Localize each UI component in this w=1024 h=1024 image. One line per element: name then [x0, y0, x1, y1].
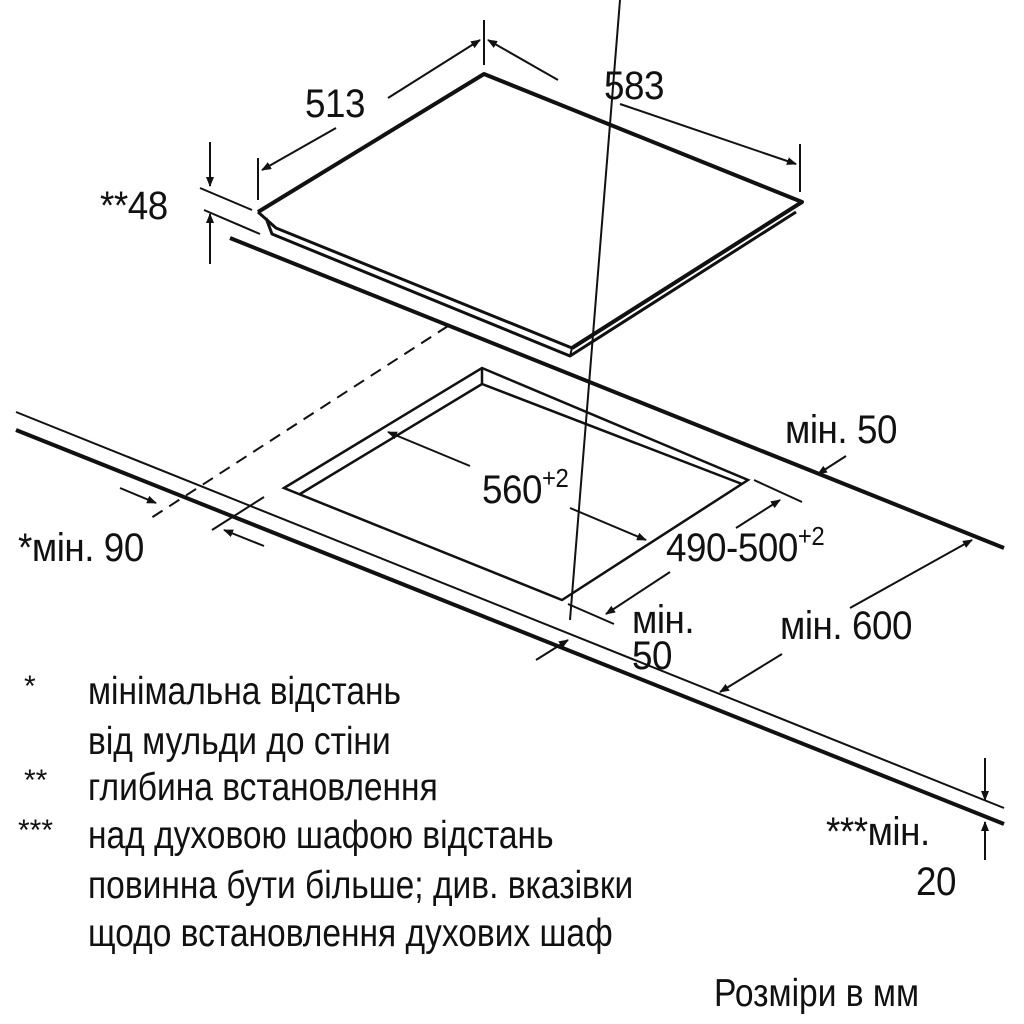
wall-dashed-line [147, 325, 449, 521]
units-note: Розміри в мм [714, 972, 920, 1015]
footnote-marker-3: *** [18, 814, 54, 847]
cutout-width-label: 560+2 [482, 465, 569, 512]
dim-hob-depth [257, 20, 485, 200]
dim-right-min-arrow [817, 455, 847, 475]
oven-gap-label-1: ***мін. [826, 810, 930, 854]
installation-depth-label: **48 [100, 184, 168, 228]
oven-gap-label-2: 20 [916, 860, 957, 904]
hob-width-label: 583 [604, 64, 665, 108]
dim-installation-depth [199, 142, 261, 264]
cutout-outline [281, 366, 751, 602]
counter-depth-label: мін. 600 [780, 604, 912, 648]
right-clearance-label: мін. 50 [785, 408, 897, 452]
dim-cutout-width [387, 431, 647, 541]
dim-front-min [535, 0, 621, 661]
front-clearance-label-1: мін. [632, 598, 695, 642]
footnote-marker-2: ** [24, 764, 48, 797]
dim-counter-depth [719, 539, 973, 693]
cutout-depth-label: 490-500+2 [666, 523, 825, 570]
dim-back-min [119, 487, 265, 547]
footnote-marker-1: * [24, 670, 36, 703]
footnote-3-line-1: над духовою шафою відстань [88, 814, 554, 857]
dim-hob-width [487, 39, 801, 192]
cutout-depth-value: 490-500 [666, 526, 798, 570]
footnote-1-line-1: мінімальна відстань [88, 670, 401, 713]
hob-outline [256, 72, 804, 358]
countertop-outline [15, 236, 1005, 826]
footnote-2-line-1: глибина встановлення [88, 766, 438, 809]
cutout-depth-tolerance: +2 [797, 521, 825, 551]
hob-depth-label: 513 [305, 82, 366, 126]
dim-cutout-depth [567, 479, 803, 625]
cutout-width-value: 560 [482, 468, 543, 512]
footnote-3-line-3: щодо встановлення духових шаф [88, 912, 613, 955]
cutout-width-tolerance: +2 [542, 463, 569, 493]
footnote-3-line-2: повинна бути більше; див. вказівки [88, 864, 634, 907]
footnote-1-line-2: від мульди до стіни [88, 720, 391, 763]
back-clearance-label: *мін. 90 [18, 526, 144, 570]
front-clearance-label-2: 50 [632, 634, 673, 678]
